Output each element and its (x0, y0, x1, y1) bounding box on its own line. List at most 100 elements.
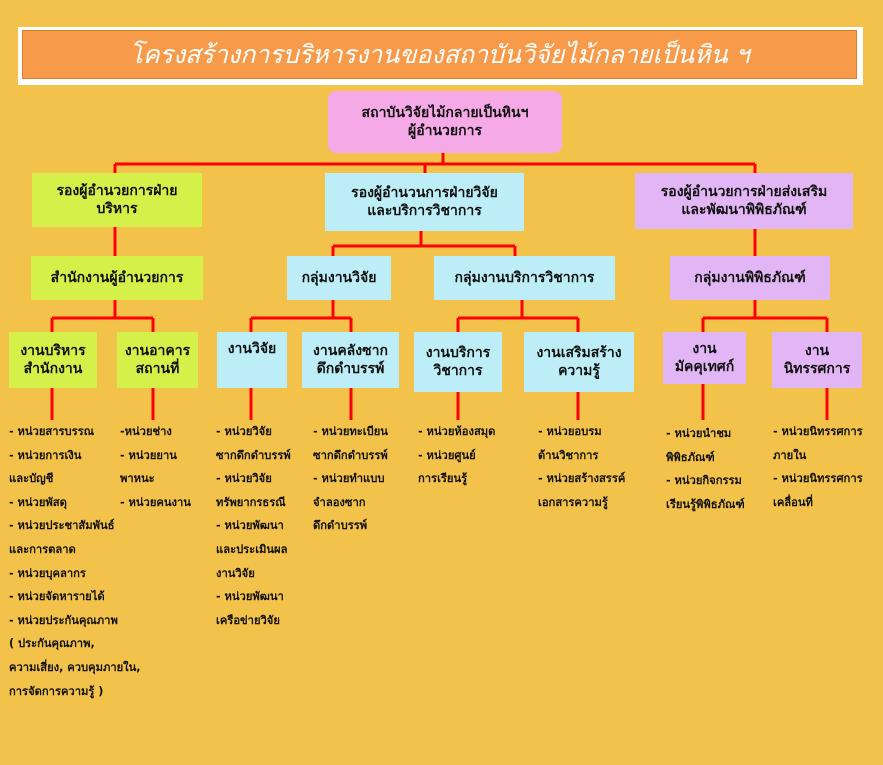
list-item: - หน่วยห้องสมุด (418, 425, 496, 438)
list-item: ความเสี่ยง, ควบคุมภายใน, (9, 660, 141, 674)
unit-exhibition-line1: งาน (804, 342, 830, 359)
unit-buildings-line2: สถานที่ (135, 361, 180, 377)
list-item: พิพิธภัณฑ์ (666, 450, 715, 464)
list-item: - หน่วยศูนย์ (418, 448, 476, 462)
list-item: - หน่วยวิจัย (216, 425, 272, 438)
list-item: ( ประกันคุณภาพ, (9, 637, 95, 651)
unit-knowledge-line2: ความรู้ (558, 363, 600, 379)
buildings-unit-list: -หน่วยช่าง - หน่วยยานพาหนะ - หน่วยคนงาน (120, 420, 191, 514)
list-item: ทรัพยากรธรณี (216, 495, 286, 509)
unit-research-box: งานวิจัย (217, 332, 287, 388)
deputy-research-line1: รองผู้อำนวนการฝ่ายวิจัย (351, 184, 498, 201)
list-item: ภายใน (773, 448, 807, 462)
list-item: - หน่วยประชาสัมพันธ์ (9, 519, 115, 533)
list-item: - หน่วยยาน (120, 448, 177, 462)
group-museum-box: กลุ่มงานพิพิธภัณฑ์ (670, 256, 830, 300)
academic-service-unit-list: - หน่วยห้องสมุด - หน่วยศูนย์การเรียนรู้ (418, 420, 495, 491)
exhibition-unit-list: - หน่วยนิทรรศการภายใน- หน่วยนิทรรศการเคล… (773, 420, 863, 514)
list-item: ซากดึกดำบรรพ์ (216, 448, 291, 462)
list-item: - หน่วยประกันคุณภาพ (9, 613, 118, 627)
list-item: - หน่วยคนงาน (120, 495, 191, 509)
list-item: เคลื่อนที่ (773, 495, 813, 509)
list-item: - หน่วยสารบรรณ (9, 425, 95, 438)
list-item: ด้านวิชาการ (538, 448, 599, 462)
research-unit-list: - หน่วยวิจัยซากดึกดำบรรพ์- หน่วยวิจัยทรั… (216, 420, 291, 632)
list-item: และบัญชี (9, 472, 54, 486)
list-item: ดึกดำบรรพ์ (313, 519, 368, 533)
list-item: การเรียนรู้ (418, 472, 468, 486)
list-item: การจัดการความรู้ ) (9, 684, 104, 698)
group-research-label: กลุ่มงานวิจัย (301, 269, 377, 286)
list-item: -หน่วยช่าง (120, 425, 172, 438)
list-item: งานวิจัย (216, 566, 255, 580)
list-item: - หน่วยพัฒนา (216, 590, 284, 604)
list-item: เรียนรู้พิพิธภัณฑ์ (666, 497, 745, 511)
office-admin-unit-list: - หน่วยสารบรรณ - หน่วยการเงินและบัญชี - หน… (9, 420, 141, 703)
list-item: และประเมินผล (216, 542, 288, 556)
deputy-research-box: รองผู้อำนวนการฝ่ายวิจัย และบริการวิชาการ (325, 173, 524, 231)
list-item: - หน่วยกิจกรรม (666, 474, 742, 488)
unit-academic-service-line1: งานบริการ (425, 344, 491, 361)
unit-buildings-line1: งานอาคาร (124, 342, 191, 359)
list-item: - หน่วยนิทรรศการ (773, 425, 863, 438)
group-service-label: กลุ่มงานบริการวิชาการ (454, 269, 595, 286)
list-item: จำลองซาก (313, 495, 366, 509)
unit-research-line1: งานวิจัย (227, 341, 277, 357)
deputy-promotion-line2: และพัฒนาพิพิธภัณฑ์ (681, 202, 807, 218)
unit-warehouse-box: งานคลังซาก ดึกดำบรรพ์ (302, 332, 399, 388)
list-item: เครือข่ายวิจัย (216, 613, 280, 627)
group-office-label: สำนักงานผู้อำนวยการ (50, 269, 184, 286)
unit-academic-service-line2: วิชาการ (433, 363, 483, 379)
unit-exhibition-box: งาน นิทรรศการ (772, 332, 862, 388)
deputy-research-line2: และบริการวิชาการ (367, 203, 482, 219)
deputy-admin-line1: รองผู้อำนวยการฝ่าย (56, 182, 178, 199)
list-item: และการตลาด (9, 542, 76, 556)
curation-unit-list: - หน่วยนำชมพิพิธภัณฑ์ - หน่วยกิจกรรมเรียน… (666, 422, 745, 516)
list-item: พาหนะ (120, 472, 155, 486)
list-item: ซากดึกดำบรรพ์ (313, 448, 388, 462)
unit-knowledge-line1: งานเสริมสร้าง (536, 344, 622, 361)
list-item: - หน่วยพัฒนา (216, 519, 284, 533)
director-line2: ผู้อำนวยการ (408, 123, 482, 139)
list-item: - หน่วยนิทรรศการ (773, 472, 863, 486)
list-item: - หน่วยนำชม (666, 427, 732, 440)
deputy-promotion-box: รองผู้อำนวยการฝ่ายส่งเสริม และพัฒนาพิพิธ… (635, 173, 853, 229)
knowledge-unit-list: - หน่วยอบรมด้านวิชาการ - หน่วยสร้างสรรค์เ… (538, 420, 625, 514)
unit-office-admin-box: งานบริหาร สำนักงาน (9, 332, 97, 388)
list-item: - หน่วยอบรม (538, 425, 602, 438)
unit-office-admin-line1: งานบริหาร (20, 342, 86, 359)
group-museum-label: กลุ่มงานพิพิธภัณฑ์ (694, 269, 806, 286)
unit-buildings-box: งานอาคาร สถานที่ (117, 332, 198, 388)
group-service-box: กลุ่มงานบริการวิชาการ (434, 256, 615, 300)
unit-academic-service-box: งานบริการ วิชาการ (414, 332, 502, 392)
deputy-promotion-line1: รองผู้อำนวยการฝ่ายส่งเสริม (660, 183, 828, 200)
unit-knowledge-box: งานเสริมสร้าง ความรู้ (524, 332, 634, 392)
unit-curation-box: งาน มัคคุเทศก์ (663, 332, 746, 384)
list-item: - หน่วยพัสดุ (9, 495, 67, 509)
unit-office-admin-line2: สำนักงาน (23, 361, 83, 377)
warehouse-unit-list: - หน่วยทะเบียนซากดึกดำบรรพ์ - หน่วยทำแบบจ… (313, 420, 388, 538)
list-item: เอกสารความรู้ (538, 495, 608, 509)
list-item: - หน่วยวิจัย (216, 472, 272, 486)
list-item: - หน่วยจัดหารายได้ (9, 590, 105, 604)
director-line1: สถาบันวิจัยไม้กลายเป็นหินฯ (361, 104, 529, 121)
title-frame: โครงสร้างการบริหารงานของสถาบันวิจัยไม้กล… (18, 27, 863, 85)
deputy-admin-line2: บริหาร (96, 201, 138, 217)
list-item: - หน่วยทะเบียน (313, 425, 388, 438)
list-item: - หน่วยการเงิน (9, 448, 82, 462)
page-title: โครงสร้างการบริหารงานของสถาบันวิจัยไม้กล… (129, 39, 750, 69)
title-bar: โครงสร้างการบริหารงานของสถาบันวิจัยไม้กล… (22, 30, 857, 79)
deputy-admin-box: รองผู้อำนวยการฝ่าย บริหาร (32, 173, 202, 227)
list-item: - หน่วยทำแบบ (313, 472, 385, 486)
list-item: - หน่วยสร้างสรรค์ (538, 472, 626, 486)
list-item: - หน่วยบุคลากร (9, 566, 86, 580)
unit-exhibition-line2: นิทรรศการ (783, 361, 851, 377)
director-box: สถาบันวิจัยไม้กลายเป็นหินฯ ผู้อำนวยการ (328, 91, 562, 153)
unit-warehouse-line1: งานคลังซาก (313, 342, 388, 359)
unit-warehouse-line2: ดึกดำบรรพ์ (316, 361, 385, 377)
group-office-box: สำนักงานผู้อำนวยการ (31, 256, 203, 300)
group-research-box: กลุ่มงานวิจัย (287, 256, 391, 300)
unit-curation-line2: มัคคุเทศก์ (674, 359, 735, 375)
unit-curation-line1: งาน (692, 340, 717, 357)
